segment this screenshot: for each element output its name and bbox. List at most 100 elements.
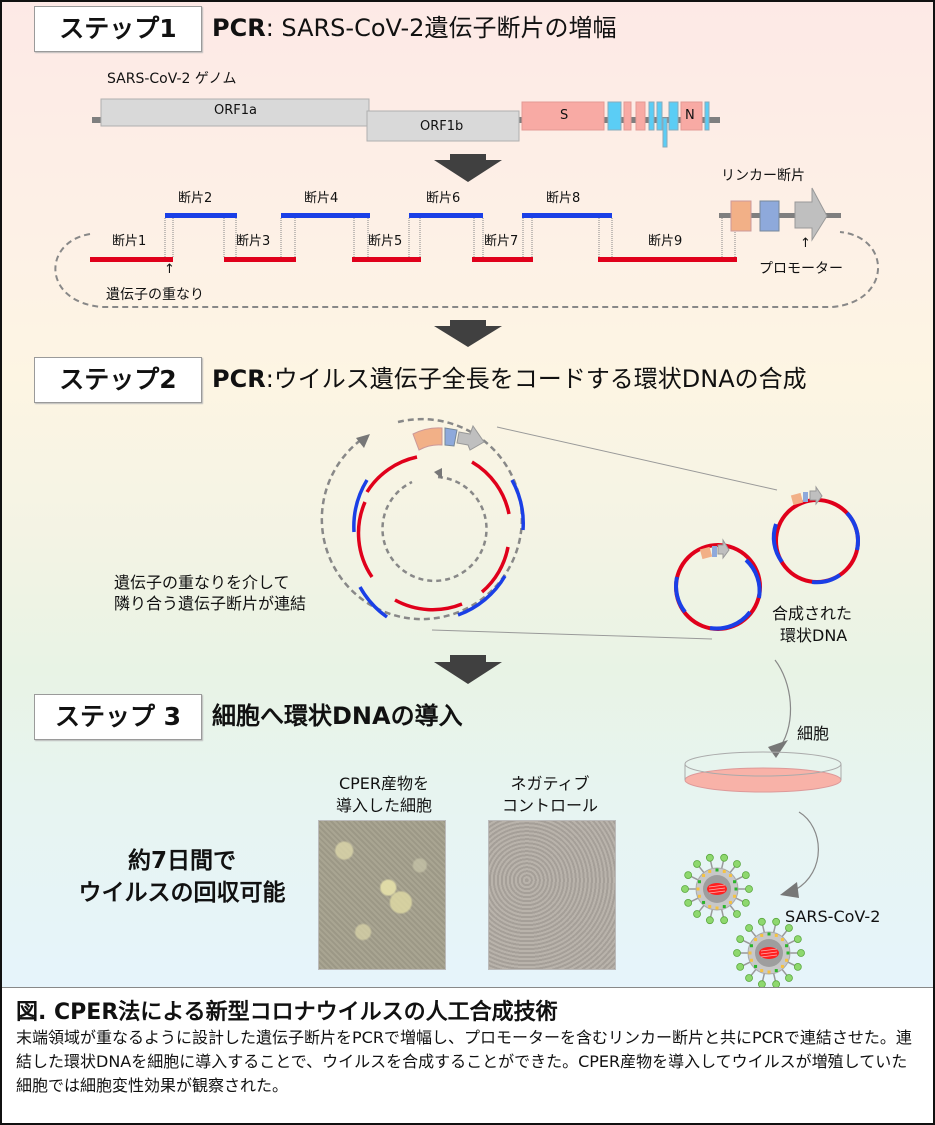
fragment-8-label: 断片8 (546, 191, 581, 206)
circularization-loop (54, 231, 879, 308)
gene-m (635, 101, 646, 131)
fragment-9-label: 断片9 (648, 234, 683, 249)
gene-orf10 (704, 101, 710, 131)
circle-linker-blue (444, 427, 458, 447)
fragment-4-label: 断片4 (304, 191, 339, 206)
circle-linker-orange (412, 427, 443, 451)
linker-orange-element (730, 200, 752, 232)
dish-medium (684, 767, 842, 793)
circular-dna-1 (771, 485, 860, 585)
step2-title: PCR:ウイルス遺伝子全長をコードする環状DNAの合成 (212, 357, 807, 401)
fragment-1-bar (90, 257, 173, 262)
fragment-6-label: 断片6 (426, 191, 461, 206)
photo-negative-control (488, 820, 616, 970)
promoter-arrow-up: ↑ (800, 236, 811, 251)
linker-backbone (719, 213, 841, 218)
circular-dna-2 (674, 538, 762, 631)
photo2-label-line1: ネガティブ (510, 774, 590, 793)
callout-line-bottom (431, 629, 713, 640)
fragment-1-label: 断片1 (112, 234, 147, 249)
gene-orf6 (648, 101, 655, 131)
big-down-arrow-2 (434, 320, 502, 347)
fragments (90, 213, 737, 262)
outer-arc-arrowhead (356, 434, 370, 448)
step2-title-bold: PCR (212, 365, 266, 393)
gene-orf3a (607, 101, 622, 131)
gene-n (680, 101, 703, 131)
ligation-note-line1: 遺伝子の重なりを介して (114, 573, 290, 592)
genome-label: SARS-CoV-2 ゲノム (107, 71, 237, 87)
caption-body: 末端領域が重なるように設計した遺伝子断片をPCRで増幅し、プロモーターを含むリン… (16, 1028, 912, 1095)
fragment-5-label: 断片5 (368, 234, 403, 249)
circle-promoter (456, 424, 485, 451)
step3-title: 細胞へ環状DNAの導入 (212, 702, 463, 730)
gene-n-label: N (685, 108, 695, 123)
inner-dashed-arc (381, 475, 488, 583)
callout-line-top (496, 426, 778, 491)
fragment-8-bar (522, 213, 612, 218)
step1-label: ステップ1 (34, 6, 202, 52)
outer-dashed-arc (320, 417, 524, 621)
overlap-guides (164, 218, 736, 257)
ligation-note-line2: 隣り合う遺伝子断片が連結 (114, 594, 307, 613)
linker-fragment (719, 187, 841, 242)
linker-blue-element (759, 200, 780, 232)
cell-label: 細胞 (797, 724, 830, 743)
fragment-6-bar (409, 213, 483, 218)
overlap-arrow-up: ↑ (164, 262, 175, 277)
photo1-label-line1: CPER産物を (338, 774, 430, 793)
gene-orf7a (656, 101, 663, 131)
result-line2: ウイルスの回収可能 (78, 880, 286, 906)
gene-orf1b-label: ORF1b (420, 119, 464, 134)
result-line1: 約7日間で (127, 848, 236, 874)
step2-label: ステップ2 (34, 357, 202, 403)
linker-fragment-label: リンカー断片 (721, 168, 805, 184)
virus-label: SARS-CoV-2 (785, 907, 881, 926)
fragment-5-bar (352, 257, 421, 262)
step1-title-bold: PCR (212, 14, 266, 42)
fragment-3-label: 断片3 (236, 234, 271, 249)
curve-arrow-to-virus-head (780, 882, 799, 898)
promoter-arrow (794, 187, 828, 242)
blue-fragment-arcs (352, 479, 525, 619)
red-fragment-arcs (356, 455, 511, 612)
gene-orf8 (668, 101, 679, 131)
figure-caption: 図. CPER法による新型コロナウイルスの人工合成技術 末端領域が重なるように設… (2, 987, 933, 1123)
petri-dish (684, 751, 842, 793)
big-down-arrow-3 (434, 655, 502, 684)
circular-dna-label-line2: 環状DNA (780, 626, 848, 645)
fragment-9-bar (598, 257, 737, 262)
curve-arrow-to-cell-head (768, 740, 788, 758)
fragment-3-bar (224, 257, 296, 262)
gene-e (623, 101, 632, 131)
curve-arrow-to-cell (774, 659, 792, 748)
photo-cper-transfected-cells (318, 820, 446, 970)
dish-rim (684, 751, 842, 777)
step3-label: ステップ 3 (34, 694, 202, 740)
gene-s (521, 101, 605, 131)
step2-title-rest: :ウイルス遺伝子全長をコードする環状DNAの合成 (265, 365, 807, 393)
overlap-label: 遺伝子の重なり (106, 287, 204, 303)
gene-s-label: S (560, 108, 569, 123)
step1-title: PCR: SARS-CoV-2遺伝子断片の増幅 (212, 6, 616, 50)
caption-title: 図. CPER法による新型コロナウイルスの人工合成技術 (16, 1000, 558, 1025)
genome-map (92, 98, 720, 148)
gene-orf7b (662, 117, 668, 148)
circular-dna-label-line1: 合成された (772, 604, 853, 623)
fragment-7-bar (472, 257, 533, 262)
inner-arc-arrowhead (434, 468, 442, 479)
promoter-label: プロモーター (759, 261, 843, 277)
curve-arrow-to-virus (794, 811, 819, 891)
virus-particle-2 (733, 917, 805, 987)
fragment-2-bar (165, 213, 237, 218)
photo1-label-line2: 導入した細胞 (335, 796, 432, 815)
fragment-4-bar (281, 213, 370, 218)
big-down-arrow-1 (434, 154, 502, 182)
gene-orf1b (366, 110, 520, 142)
step1-title-rest: : SARS-CoV-2遺伝子断片の増幅 (265, 14, 617, 42)
diagram-canvas (54, 98, 879, 987)
virus-particle-1 (681, 853, 753, 925)
assembly-diagram (320, 417, 778, 640)
fragment-7-label: 断片7 (484, 234, 519, 249)
